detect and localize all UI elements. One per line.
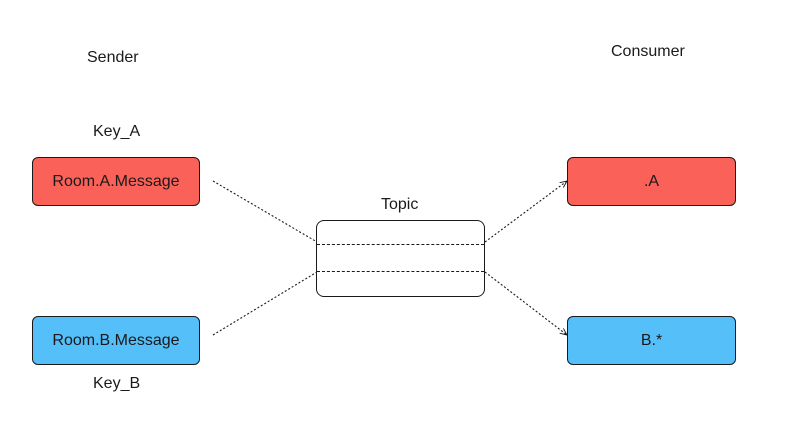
sender-key-b: Key_B [93,375,141,392]
sender-heading: Sender [87,49,139,66]
sender-a-to-topic-line [212,180,318,243]
sender-message-a: Room.A.Message [32,157,200,206]
sender-message-b: Room.B.Message [32,316,200,365]
topic-queue [316,220,485,297]
topic-to-consumer-b-arrow [484,271,567,335]
topic-partition-divider-2 [317,271,484,272]
topic-label: Topic [381,196,419,213]
consumer-binding-a: .A [567,157,736,206]
topic-to-consumer-a-arrow [484,181,567,243]
topic-partition-divider-1 [317,244,484,245]
consumer-heading: Consumer [611,43,685,60]
sender-b-to-topic-line [212,271,318,336]
sender-key-a: Key_A [93,123,141,140]
consumer-binding-b: B.* [567,316,736,365]
